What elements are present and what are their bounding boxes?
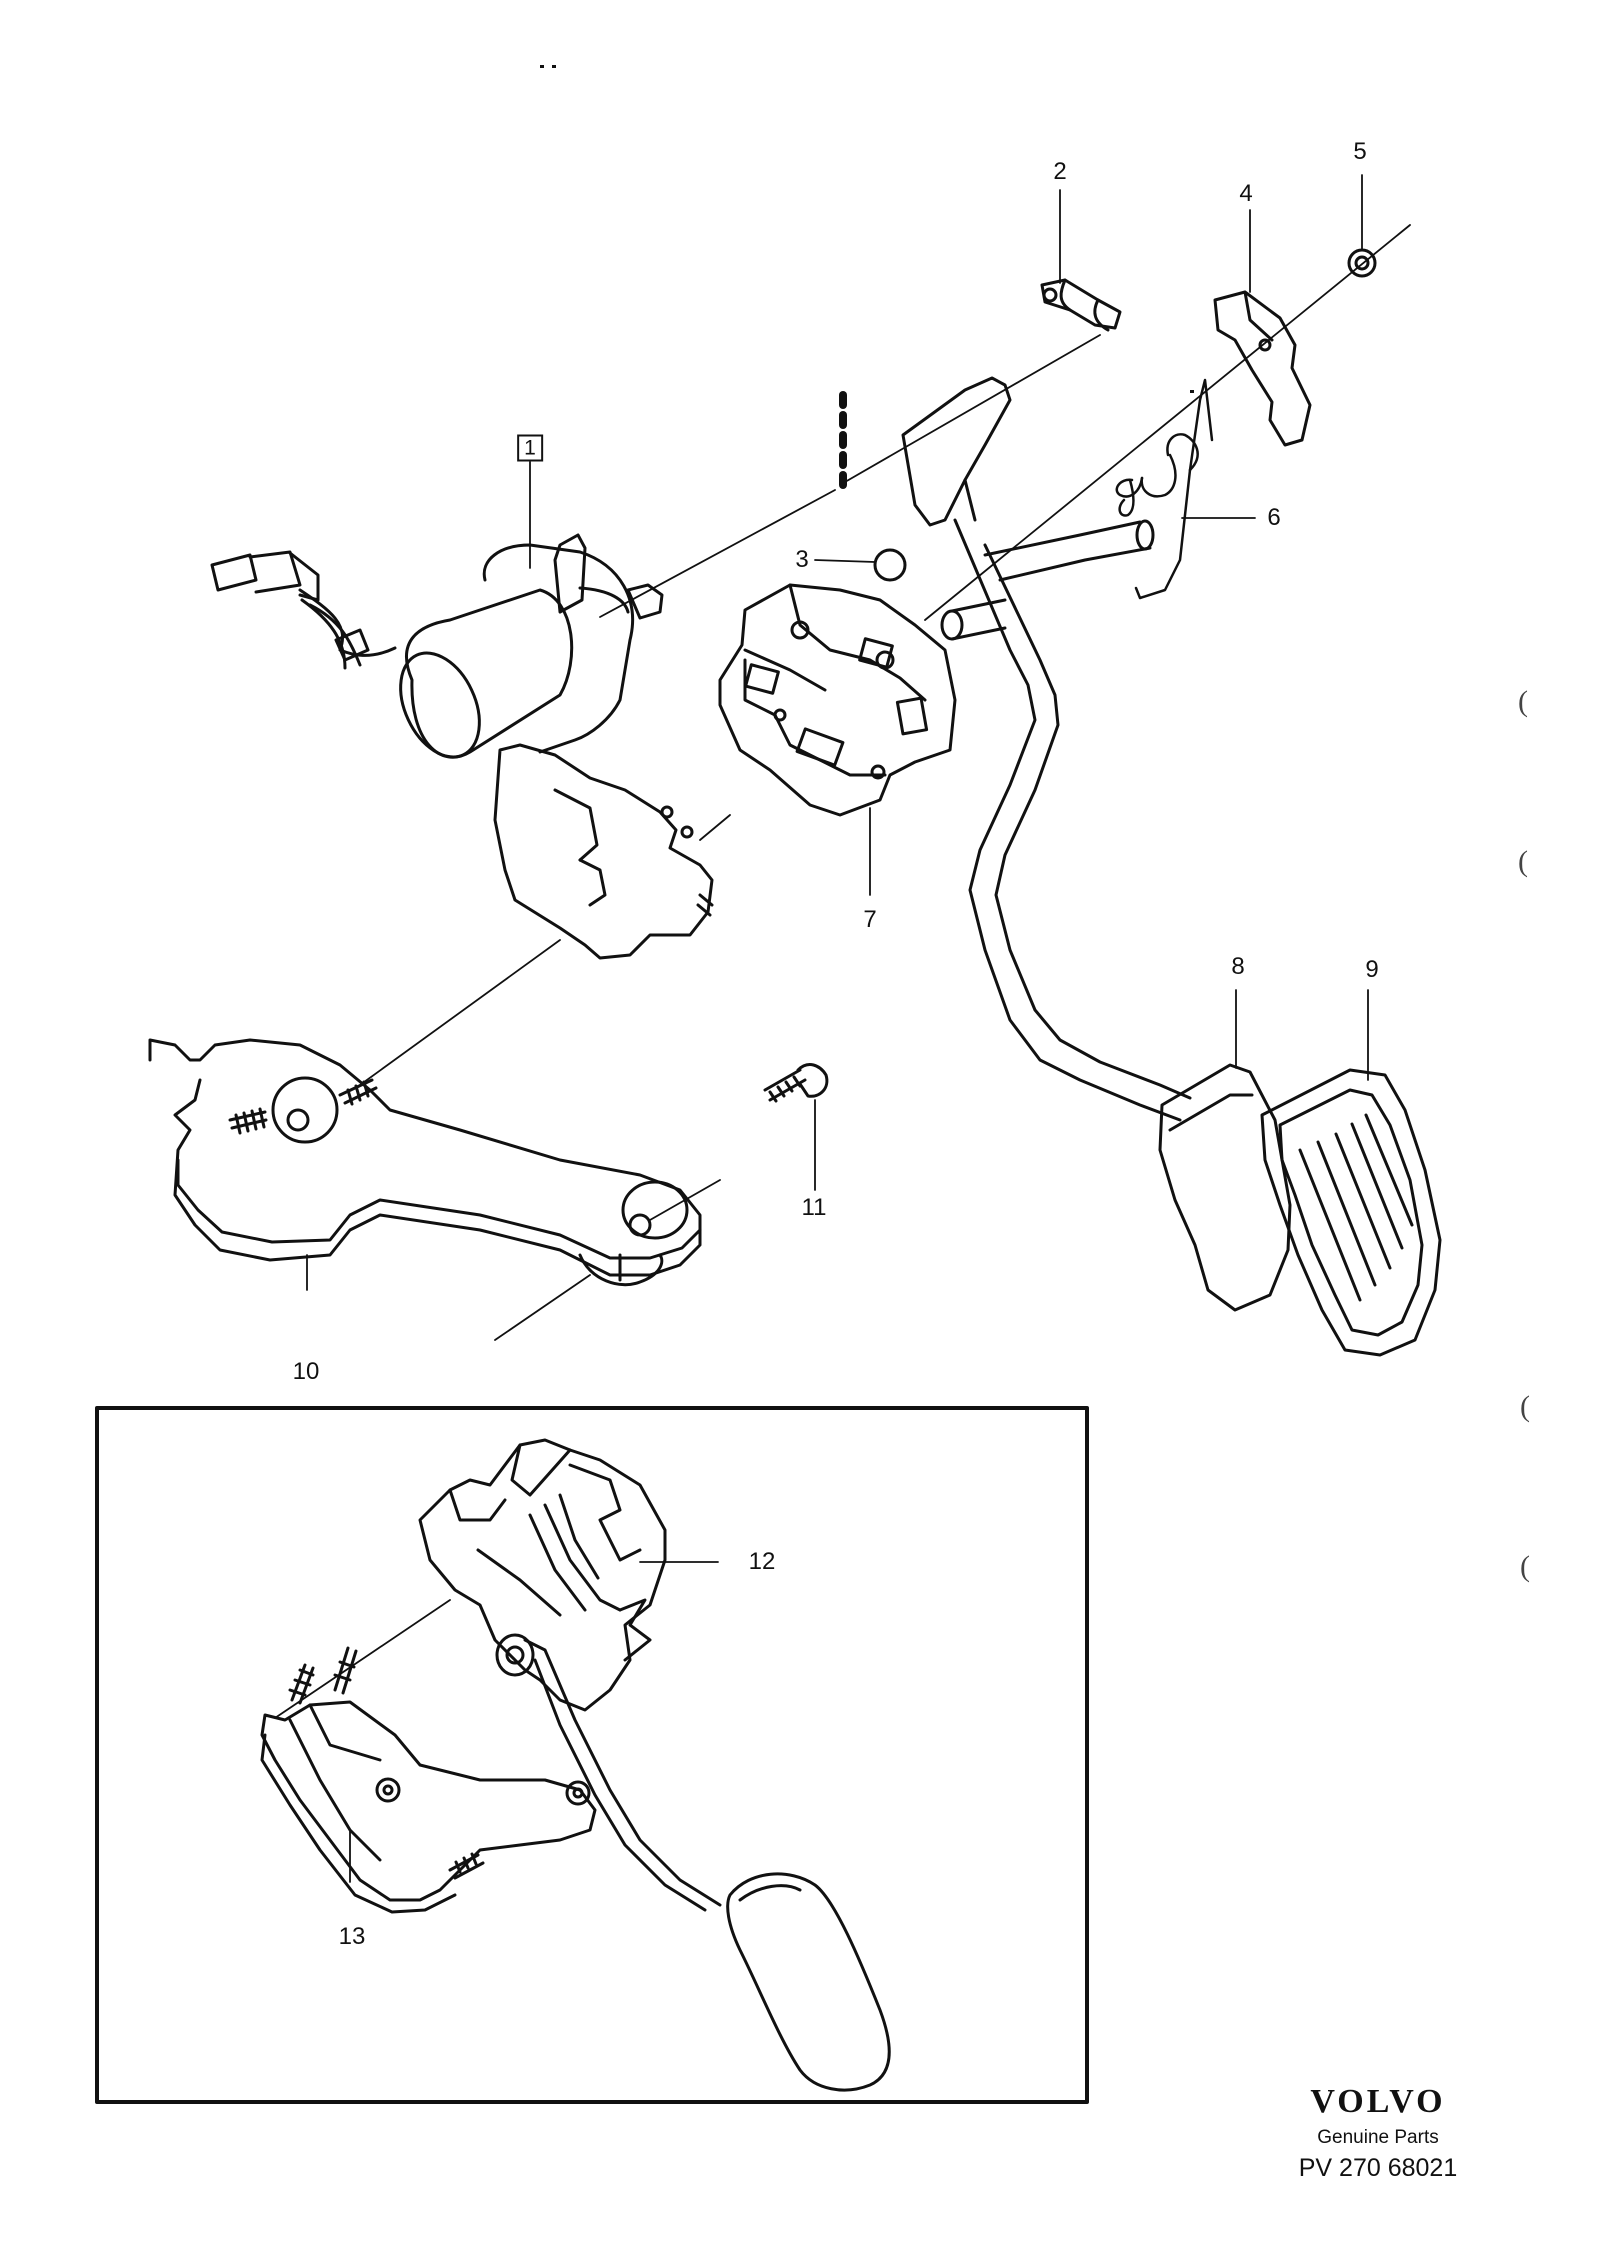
return-spring <box>1115 378 1214 600</box>
pedal-pad <box>1260 1068 1442 1357</box>
margin-mark: ( <box>1520 1390 1530 1423</box>
pedal-body <box>1158 1063 1292 1312</box>
position-sensor-block <box>718 583 957 817</box>
callout-13: 13 <box>338 1923 366 1950</box>
cap-part <box>873 548 907 582</box>
pedal-clip <box>1040 278 1122 332</box>
margin-mark: ( <box>1518 685 1528 718</box>
callout-6: 6 <box>1267 504 1281 531</box>
accelerator-pedal-arm <box>901 376 1192 1122</box>
callout-10: 10 <box>292 1358 320 1385</box>
callout-3: 3 <box>795 546 809 573</box>
throttle-actuator-motor <box>210 533 714 960</box>
bracket-part <box>1213 290 1312 447</box>
callout-4: 4 <box>1239 180 1253 207</box>
pedal-sensor-assembly <box>418 1438 667 1712</box>
inset-pedal-arm <box>523 1638 722 1912</box>
diagram-code: PV 270 68021 <box>1298 2154 1458 2182</box>
callout-5: 5 <box>1353 138 1367 165</box>
callout-11: 11 <box>801 1194 827 1221</box>
bolt-part <box>763 1063 829 1103</box>
scan-specks <box>540 65 1194 393</box>
callout-9: 9 <box>1365 956 1379 983</box>
callout-2: 2 <box>1053 158 1067 185</box>
callout-8: 8 <box>1231 953 1245 980</box>
brand-subtitle: Genuine Parts <box>1317 2127 1439 2148</box>
margin-mark: ( <box>1520 1550 1530 1583</box>
callout-1: 1 <box>517 434 543 462</box>
inset-frame <box>95 1406 1089 2104</box>
volvo-logo: VOLVO <box>1310 2083 1446 2120</box>
margin-mark: ( <box>1518 845 1528 878</box>
inset-mounting-bracket <box>260 1646 597 1914</box>
inset-pedal-pad <box>726 1872 891 2092</box>
callout-12: 12 <box>748 1548 776 1575</box>
pedal-bracket-arm <box>148 1038 702 1287</box>
callout-7: 7 <box>863 906 877 933</box>
brand-block: VOLVO Genuine Parts PV 270 68021 <box>1299 2085 1457 2183</box>
leader-lines <box>274 174 1411 1883</box>
